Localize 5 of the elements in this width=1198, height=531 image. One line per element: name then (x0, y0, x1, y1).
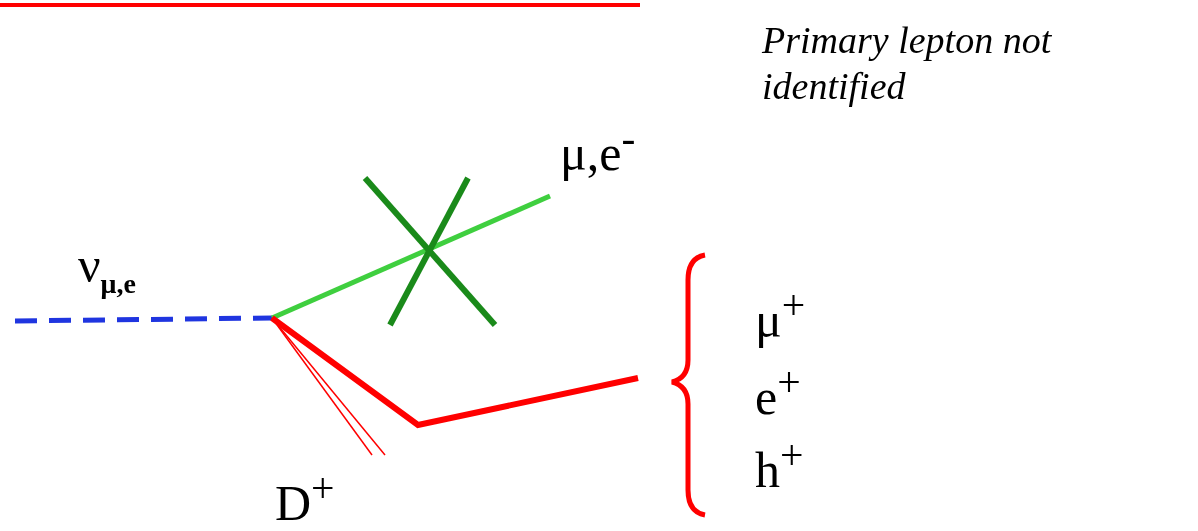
particle-label: D$^{+}$ (275, 468, 335, 528)
note-text: Primary lepton not identified (762, 18, 1053, 109)
particle-label: ν$_{μ,e}$ (78, 240, 136, 298)
particle-label: h$^{+}$ (755, 435, 804, 495)
particle-label: e$^{+}$ (755, 362, 801, 422)
